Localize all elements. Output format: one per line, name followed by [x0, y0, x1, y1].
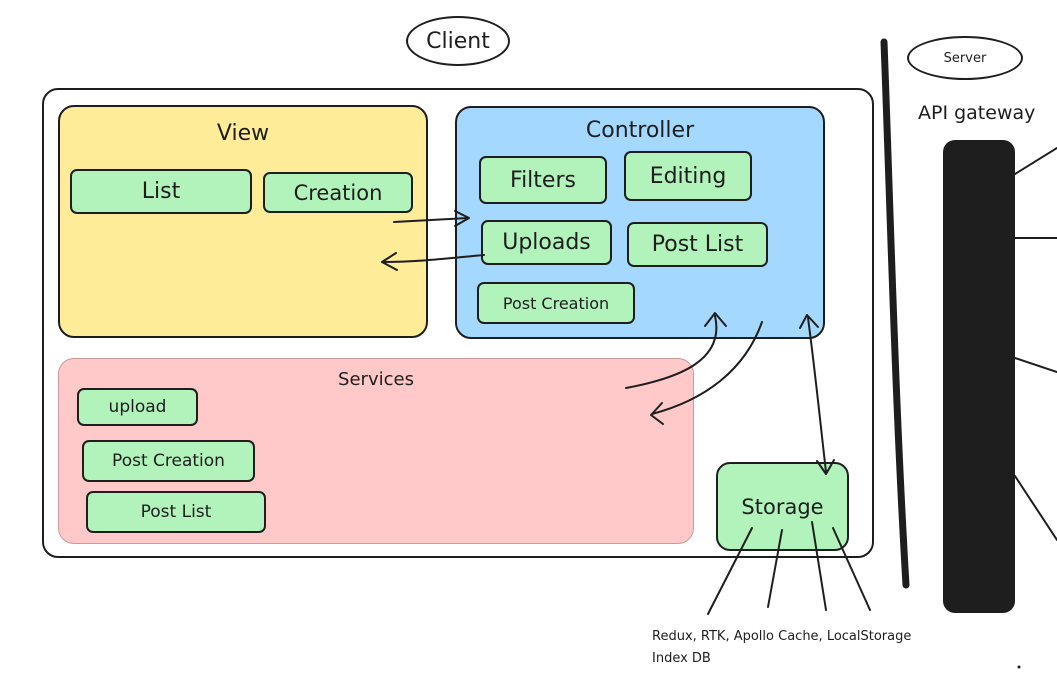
- storage-line-1: [707, 527, 753, 615]
- controller-title: Controller: [585, 118, 695, 143]
- storage-line-3: [811, 521, 827, 611]
- arrow-controller-to-view-head: [381, 252, 398, 271]
- arrow-controller-to-services: [651, 321, 763, 415]
- controller-item-post-creation: Post Creation: [477, 282, 635, 324]
- view-title: View: [216, 121, 270, 146]
- arrow-controller-storage-head-top: [799, 314, 819, 329]
- client-label: Client: [406, 16, 510, 66]
- storage-note-line2: Index DB: [652, 651, 711, 666]
- arrow-controller-storage: [807, 317, 827, 473]
- api-gateway-bar: [943, 140, 1015, 613]
- controller-item-filters: Filters: [479, 156, 607, 204]
- server-label-text: Server: [943, 50, 987, 66]
- arrow-view-to-controller: [393, 217, 469, 223]
- view-item-creation: Creation: [263, 172, 413, 213]
- gateway-line-3: [1014, 357, 1057, 373]
- arrow-view-to-controller-head: [454, 210, 470, 227]
- storage-note-line1: Redux, RTK, Apollo Cache, LocalStorage: [652, 629, 912, 644]
- arrow-controller-to-view: [382, 254, 485, 263]
- controller-item-post-list: Post List: [627, 222, 768, 267]
- controller-item-editing: Editing: [624, 151, 752, 201]
- services-item-post-creation: Post Creation: [82, 440, 255, 482]
- arrow-controller-to-services-head: [650, 402, 664, 425]
- view-item-list: List: [70, 169, 252, 214]
- arrow-controller-storage-head-bottom: [816, 459, 835, 475]
- storage-line-2: [767, 529, 783, 608]
- arrow-services-to-controller-head: [704, 312, 727, 327]
- stray-dot: [1017, 665, 1021, 669]
- server-label: Server: [907, 36, 1023, 80]
- storage-title: Storage: [741, 494, 824, 519]
- controller-item-uploads: Uploads: [481, 220, 612, 265]
- view-panel: View: [58, 105, 428, 338]
- gateway-line-1: [1014, 147, 1057, 175]
- client-server-divider: [880, 38, 910, 589]
- storage-line-4: [832, 527, 871, 611]
- services-title: Services: [338, 369, 414, 390]
- gateway-line-4: [1014, 475, 1057, 541]
- arrow-services-to-controller: [625, 315, 718, 389]
- storage-box: Storage: [716, 462, 849, 551]
- client-label-text: Client: [426, 28, 490, 54]
- services-item-upload: upload: [77, 388, 198, 426]
- services-item-post-list: Post List: [86, 491, 266, 533]
- api-gateway-label: API gateway: [918, 102, 1036, 124]
